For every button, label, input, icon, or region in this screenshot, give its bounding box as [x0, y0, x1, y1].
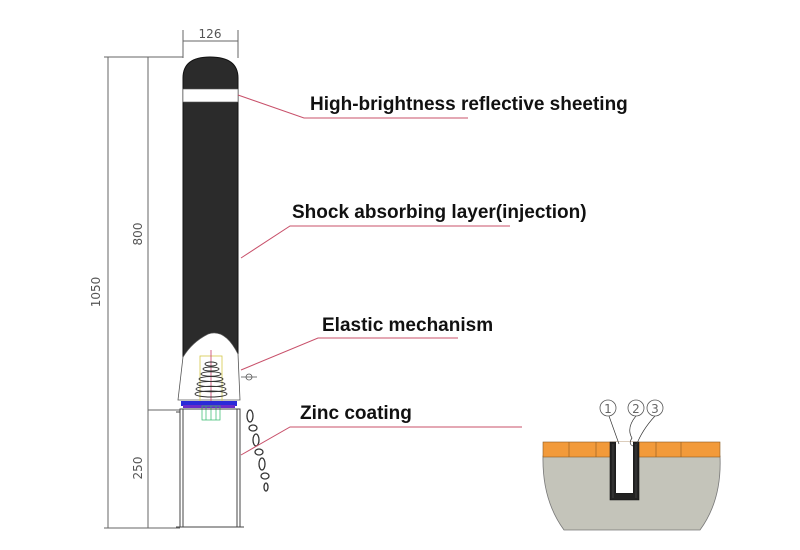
section-markers: [599, 399, 664, 417]
leader-lines: [237, 94, 522, 456]
section-dividers: [612, 444, 637, 498]
spring-coils: [194, 361, 228, 398]
marker-1-label: 1: [604, 402, 612, 416]
marker-3-label: 3: [651, 402, 659, 416]
base-inner-frame: [201, 405, 221, 421]
label-elastic-mechanism: Elastic mechanism: [322, 315, 493, 336]
dimension-lines: [104, 30, 239, 529]
base-plate-purple: [183, 405, 235, 408]
fastener-bolt: [241, 373, 257, 381]
marker-1-circle: [599, 399, 617, 417]
base-plate-top: [181, 401, 237, 406]
label-zinc-coating: Zinc coating: [300, 403, 412, 424]
reflective-sheeting-band: [182, 88, 239, 103]
lower-height-label: 250: [131, 457, 145, 480]
marker-2-circle: [627, 399, 645, 417]
anchor-sleeve: [176, 408, 244, 528]
chain: [246, 409, 270, 492]
upper-height-label: 800: [131, 223, 145, 246]
label-shock-absorbing-layer: Shock absorbing layer(injection): [292, 202, 587, 223]
marker-2-label: 2: [632, 402, 640, 416]
cross-section-detail: 1 2 3: [542, 399, 721, 531]
width-dimension-label: 126: [199, 27, 222, 41]
total-height-label: 1050: [89, 277, 103, 308]
label-reflective-sheeting: High-brightness reflective sheeting: [310, 94, 628, 115]
marker-3-circle: [646, 399, 664, 417]
elastic-mechanism: [194, 350, 257, 408]
